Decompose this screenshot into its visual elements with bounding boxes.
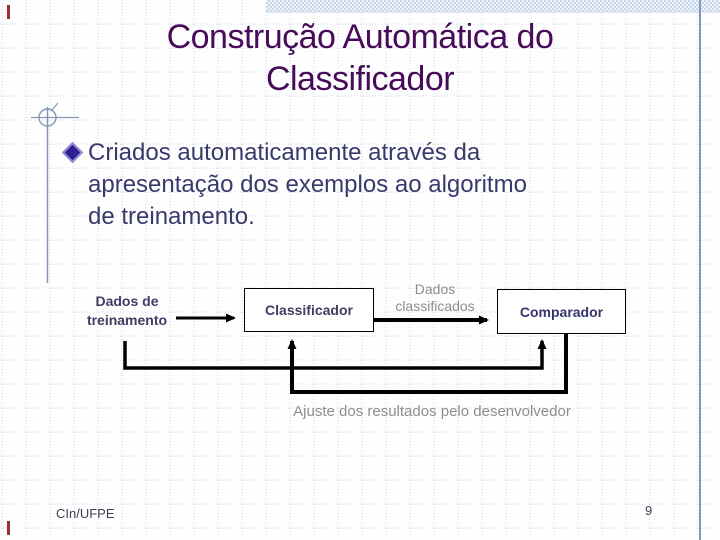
page-title-line-2: Classificador [265, 60, 455, 98]
page-number: 9 [645, 503, 653, 518]
page-title: Construção Automática do Classificador [60, 16, 660, 100]
bullet-item: Criados automaticamente através da apres… [61, 137, 558, 233]
classified-data-label: Dados classificados [395, 281, 475, 314]
page-title-line-1: Construção Automática do [166, 18, 554, 56]
right-rule-line [699, 0, 701, 540]
bullet-text: Criados automaticamente através da apres… [88, 139, 527, 230]
training-data-label: Dados de treinamento [86, 293, 168, 328]
feedback-training-to-comparator [123, 339, 547, 370]
footer-left-text: CIn/UFPE [56, 506, 115, 521]
classifier-box: Classificador [244, 288, 374, 332]
feedback-comparator-to-classifier [287, 333, 568, 394]
top-hatch-band [266, 0, 720, 13]
crop-mark-top-left [7, 5, 10, 19]
comparator-box: Comparador [497, 289, 626, 334]
diagram-caption: Ajuste dos resultados pelo desenvolvedor [293, 403, 571, 420]
crop-mark-bottom-left [7, 521, 10, 535]
